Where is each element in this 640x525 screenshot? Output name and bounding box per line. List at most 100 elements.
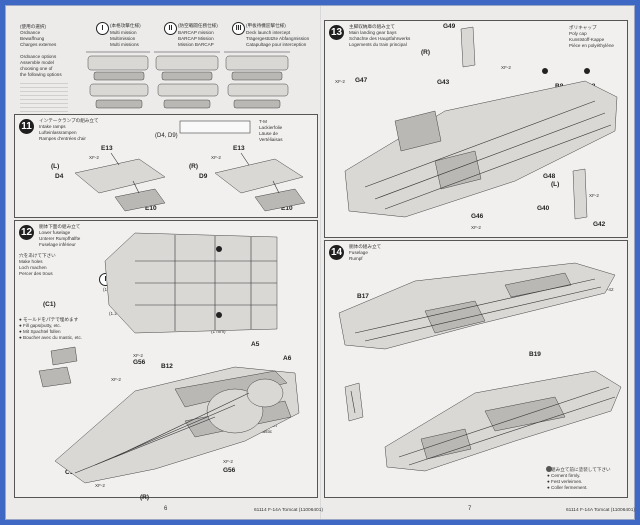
footer-left-marker: (R) (140, 494, 150, 501)
step-11-title-fr: Rampes d'entrées d'air (39, 136, 86, 141)
part-g40: G40 (537, 205, 550, 212)
paint-callout-ts: TS-42 (601, 287, 614, 292)
part-d9: D9 (199, 173, 208, 180)
cap-note-fr: Pièce en polyéthylène (569, 43, 614, 48)
option-3-badge: III (232, 22, 245, 35)
step-11-marking: T-M (259, 119, 267, 124)
step-11-title-de: Lufteinlassrampen (39, 130, 77, 135)
drill-note-jp: 穴をあけて下さい (19, 253, 56, 258)
step-11-left-marker: (L) (51, 163, 60, 170)
step-14-number: 14 (329, 245, 344, 260)
legend-note-3: choosing one of (20, 66, 53, 71)
step-14-jp: 胴体の組み立て (349, 244, 382, 249)
part-c1-ref: (C1) (43, 301, 56, 308)
paint-callout-h: XF-2 (501, 65, 511, 70)
page-number-left: 6 (164, 506, 168, 512)
part-g43: G43 (437, 79, 450, 86)
paint-callout-e: XF-2 (223, 459, 233, 464)
step-12-title-de: Unterer Rumpfhälfte (39, 236, 81, 241)
option-2-badge: II (164, 22, 177, 35)
paint-callout-f: XF-2 (95, 483, 105, 488)
footer-title-right: 61114 F-14A Tomcat (11006401) (566, 508, 635, 513)
paint-callout-d: XF-2 (111, 377, 121, 382)
paint-callout-c: XF-2 (133, 353, 143, 358)
step-11-jp: インテークランプの組み立て (39, 118, 99, 123)
step-12-diagram (38, 232, 300, 484)
legend-note-4: the following options (20, 72, 62, 77)
step-13-title-fr: Logements du train principal (349, 42, 407, 47)
part-e13-left: E13 (101, 145, 113, 152)
part-g56-bottom: G56 (223, 467, 236, 474)
option-1-label-fr: Multi missions (110, 42, 139, 47)
option-3-label-en: Deck launch intercept (246, 30, 291, 35)
part-g49: G49 (443, 23, 456, 30)
step-11-title-en: Intake ramps (39, 124, 66, 129)
step-13-title-de: Schächte des Hauptfahrwerks (349, 36, 411, 41)
legend-line-1: (使用の選択) (20, 24, 47, 29)
part-d4: D4 (55, 173, 64, 180)
step-13-diagram (344, 26, 618, 220)
step-11-right-marker: (R) (189, 163, 199, 170)
step-13-jp: 主脚収納庫の組み立て (349, 24, 395, 29)
step-13-right-marker: (R) (421, 49, 431, 56)
cap-note-de: Kunststoff-Kappe (569, 37, 605, 42)
ordnance-diagrams (86, 51, 290, 109)
drill-note-de: Loch machen (19, 265, 47, 270)
step-14-diagram (338, 262, 622, 472)
drill-note-fr: Percer des trous (19, 271, 53, 276)
option-1-diagram (86, 51, 150, 109)
cement-note-jp: ● 組み立て前に塗装して下さい (547, 467, 611, 472)
fill-note-en: ● Fill gaps/putty, etc. (19, 323, 62, 328)
legend-line-2: Ordnance (20, 30, 41, 35)
ordnance-options-panel: (使用の選択) Ordnance Bewaffnung Charges exte… (16, 20, 316, 120)
option-1-jp: (本格攻撃仕様) (110, 23, 141, 28)
step-11-number: 11 (19, 119, 34, 134)
part-b19: B19 (529, 351, 541, 358)
instruction-sheet: (使用の選択) Ordnance Bewaffnung Charges exte… (6, 6, 635, 519)
paint-callout-a: XF-2 (89, 155, 99, 160)
step-11-diagram (74, 120, 306, 212)
dim-label-4: (1 mm) (211, 329, 226, 334)
step-13-number: 13 (329, 25, 344, 40)
option-2-diagram (154, 51, 220, 109)
legend-note-2: Assemble model (20, 60, 54, 65)
part-e10-right: E10 (281, 205, 293, 212)
step-14-title-de: Rumpf (349, 256, 363, 261)
step-13-panel: 13 主脚収納庫の組み立て Main landing gear bays Sch… (324, 20, 628, 238)
option-3-label-fr: Catapultage pour interception (246, 42, 307, 47)
part-e13-right: E13 (233, 145, 245, 152)
step-14-panel: 14 胴体の組み立て Fuselage Rumpf B17 B19 TS-42 … (324, 240, 628, 498)
part-a5: A5 (251, 341, 260, 348)
part-g56-top: G56 (133, 359, 146, 366)
part-c1: C1 (65, 469, 74, 476)
cap-note-en: Poly cap (569, 31, 587, 36)
option-3-label-de: Trägergestützte Abfangmission (246, 36, 310, 41)
cement-note-fr: ● Coller fermement. (547, 485, 588, 490)
step-11-marking-note-1: Lackierfolie (259, 125, 283, 130)
part-g46: G46 (471, 213, 484, 220)
legend-line-3: Bewaffnung (20, 36, 45, 41)
step-12-panel: 12 胴体下面の組み立て Lower fuselage Unterer Rump… (14, 220, 318, 498)
paint-callout-g: XF-2 (335, 79, 345, 84)
step-12-title-fr: Fuselage inférieur (39, 242, 76, 247)
option-2-label-en: BARCAP mission (178, 30, 214, 35)
part-e10-left: E10 (145, 205, 157, 212)
step-11-panel: 11 インテークランプの組み立て Intake ramps Lufteinlas… (14, 114, 318, 218)
cement-note-en: ● Cement firmly. (547, 473, 581, 478)
option-3-diagram (224, 51, 290, 109)
legend-line-4: Charges externes (20, 42, 57, 47)
option-3-jp: (甲板待機迎撃仕様) (246, 23, 286, 28)
step-12-number: 12 (19, 225, 34, 240)
paint-callout-j: XF-2 (471, 225, 481, 230)
fill-note-de: ● Mit Spachtel füllen (19, 329, 61, 334)
step-11-marking-note-3: Vertéliaisas (259, 137, 283, 142)
fill-note-fr: ● Boucher avec du mastic, etc. (19, 335, 83, 340)
cap-note-jp: ポリキャップ (569, 25, 597, 30)
part-g48: G48 (543, 173, 556, 180)
step-13-left-marker: (L) (551, 181, 560, 188)
legend-note-1: Ordnance options (20, 54, 57, 59)
footer-title-left: 61114 F-14A Tomcat (11006401) (254, 508, 323, 513)
drill-note-en: Make holes (19, 259, 43, 264)
part-b17: B17 (357, 293, 369, 300)
option-2-jp: (防空戦闘任務仕様) (178, 23, 218, 28)
